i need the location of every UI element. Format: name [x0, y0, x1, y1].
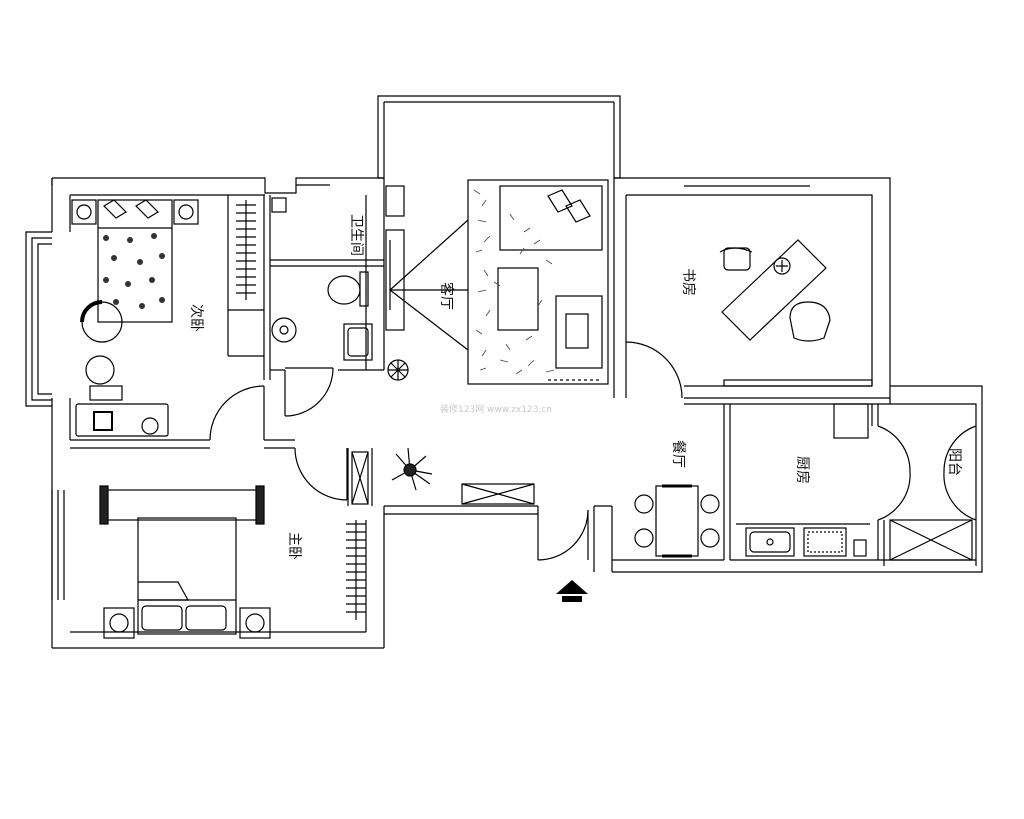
nightstand-right — [173, 199, 199, 225]
stove — [803, 527, 847, 557]
nightstand-ml — [103, 607, 135, 639]
headboard-wardrobe — [103, 489, 261, 521]
label-dining-room: 餐厅 — [670, 440, 686, 468]
corridor-cabinet — [461, 483, 535, 505]
study-furniture — [719, 239, 873, 387]
study-desk — [721, 239, 827, 341]
wardrobe-secondary — [236, 200, 256, 300]
dining-table — [655, 485, 699, 557]
living-room-furniture — [389, 179, 609, 385]
study-chair-2 — [789, 301, 831, 342]
nightstand-mr — [239, 607, 271, 639]
potted-plant-large — [391, 447, 433, 491]
door-swings — [209, 341, 977, 561]
nightstand-left — [71, 199, 97, 225]
label-balcony: 阳台 — [946, 448, 962, 476]
master-bedroom-furniture — [99, 485, 271, 639]
toilet-tank — [359, 271, 369, 307]
label-secondary-bedroom: 次卧 — [188, 304, 204, 332]
label-living-room: 客厅 — [438, 282, 455, 310]
lounge-chair — [85, 355, 115, 385]
wardrobe-master — [346, 520, 366, 620]
potted-plant-small — [387, 359, 409, 381]
toilet-bowl — [327, 275, 361, 305]
washbasin — [271, 317, 297, 343]
coffee-table — [497, 267, 539, 331]
label-master-bedroom: 主卧 — [286, 532, 302, 560]
desk — [75, 403, 169, 437]
label-bathroom: 卫生间 — [348, 214, 364, 256]
shower-tray — [271, 197, 287, 213]
sink — [745, 527, 795, 557]
sofa — [499, 185, 603, 251]
kitchen-fixtures — [736, 403, 870, 557]
secondary-bedroom-furniture — [71, 199, 199, 437]
single-bed — [97, 199, 173, 323]
outer-walls — [25, 95, 983, 649]
label-study: 书房 — [680, 268, 696, 296]
label-kitchen: 厨房 — [794, 456, 810, 484]
bathroom-fixtures — [271, 185, 405, 361]
sofa-chaise — [555, 295, 603, 369]
entrance-arrow-icon — [556, 580, 588, 602]
pillow-left — [141, 605, 183, 631]
pillow-right — [185, 605, 227, 631]
bathtub — [343, 323, 373, 361]
balcony-right — [889, 519, 973, 561]
double-bed — [137, 517, 237, 635]
dining-furniture — [634, 484, 720, 558]
study-chair-1 — [723, 247, 751, 271]
fridge — [833, 403, 869, 439]
watermark: 装修123网 www.zx123.cn — [440, 403, 552, 415]
